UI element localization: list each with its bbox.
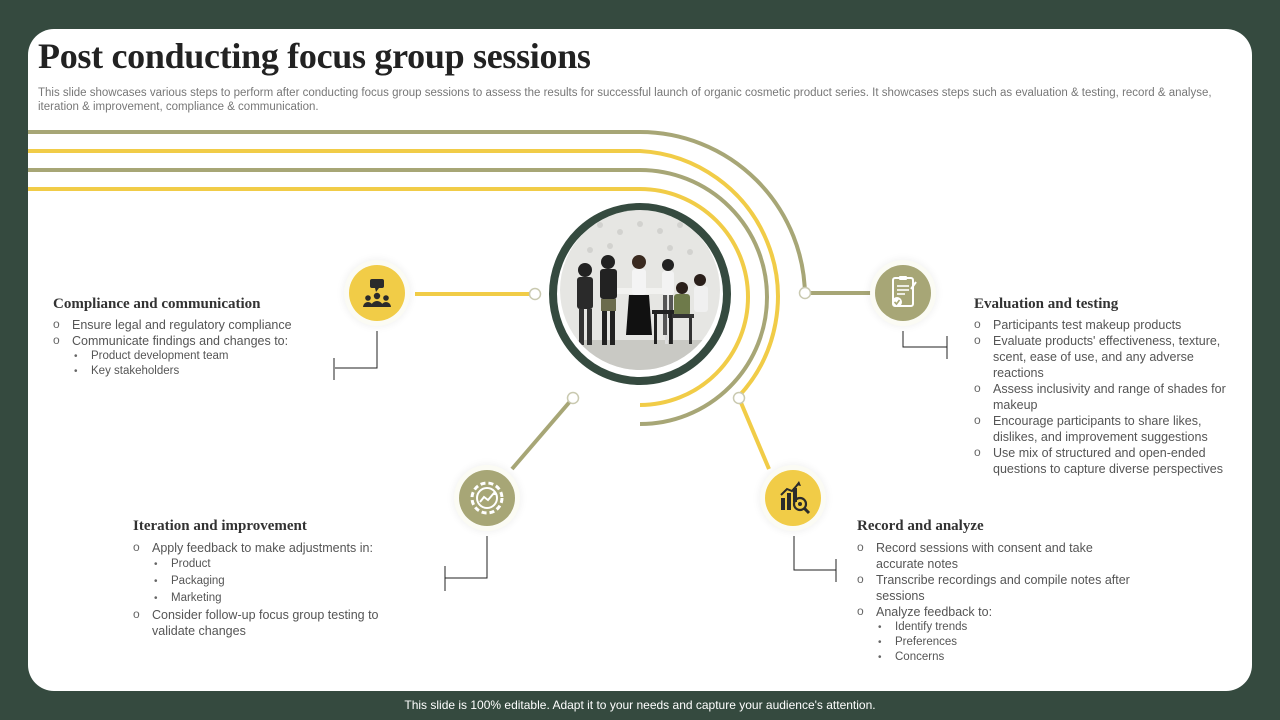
evaluation-icon-badge bbox=[875, 265, 931, 321]
chart-magnifier-icon bbox=[780, 481, 811, 515]
sub-list-item: Product bbox=[152, 556, 403, 573]
list-item-text: Communicate findings and changes to: bbox=[72, 334, 289, 348]
record-icon-badge bbox=[765, 470, 821, 526]
list-item-text: Consider follow-up focus group testing t… bbox=[152, 608, 379, 638]
sub-list-item: Concerns bbox=[876, 650, 1142, 665]
list-item: Record sessions with consent and take ac… bbox=[857, 539, 1142, 572]
sub-list-item: Packaging bbox=[152, 573, 403, 590]
list-item-text: Assess inclusivity and range of shades f… bbox=[993, 382, 1226, 412]
gear-cycle-icon bbox=[470, 481, 504, 515]
compliance-list: Ensure legal and regulatory complianceCo… bbox=[53, 316, 293, 379]
list-item-text: Record sessions with consent and take ac… bbox=[876, 541, 1093, 571]
compliance-title: Compliance and communication bbox=[53, 296, 261, 312]
list-item: Apply feedback to make adjustments in:Pr… bbox=[133, 539, 403, 607]
sub-list-item: Product development team bbox=[72, 349, 293, 364]
list-item: Communicate findings and changes to:Prod… bbox=[53, 332, 293, 379]
list-item-text: Use mix of structured and open-ended que… bbox=[993, 446, 1223, 476]
focus-group-photo bbox=[560, 210, 720, 370]
page-title: Post conducting focus group sessions bbox=[38, 36, 591, 76]
sub-list: ProductPackagingMarketing bbox=[152, 556, 403, 607]
sub-list-item: Identify trends bbox=[876, 620, 1142, 635]
list-item: Consider follow-up focus group testing t… bbox=[133, 606, 403, 639]
compliance-icon-badge bbox=[349, 265, 405, 321]
list-item-text: Encourage participants to share likes, d… bbox=[993, 414, 1208, 444]
list-item: Analyze feedback to:Identify trendsPrefe… bbox=[857, 603, 1142, 665]
iteration-list: Apply feedback to make adjustments in:Pr… bbox=[133, 539, 403, 639]
iteration-title: Iteration and improvement bbox=[133, 518, 307, 534]
list-item-text: Apply feedback to make adjustments in: bbox=[152, 541, 373, 555]
list-item: Transcribe recordings and compile notes … bbox=[857, 571, 1142, 604]
checklist-icon bbox=[892, 276, 917, 307]
list-item: Encourage participants to share likes, d… bbox=[974, 412, 1234, 445]
record-list: Record sessions with consent and take ac… bbox=[857, 539, 1142, 665]
sub-list-item: Marketing bbox=[152, 590, 403, 607]
sub-list-item: Preferences bbox=[876, 635, 1142, 650]
list-item-text: Transcribe recordings and compile notes … bbox=[876, 573, 1130, 603]
list-item-text: Analyze feedback to: bbox=[876, 605, 993, 619]
page-subtitle: This slide showcases various steps to pe… bbox=[38, 87, 1212, 113]
sub-list: Identify trendsPreferencesConcerns bbox=[876, 620, 1142, 665]
list-item: Participants test makeup products bbox=[974, 316, 1234, 333]
list-item: Evaluate products' effectiveness, textur… bbox=[974, 332, 1234, 381]
connector-arcs bbox=[28, 130, 948, 591]
list-item: Use mix of structured and open-ended que… bbox=[974, 444, 1234, 477]
sub-list-item: Key stakeholders bbox=[72, 364, 293, 379]
list-item-text: Evaluate products' effectiveness, textur… bbox=[993, 334, 1221, 380]
people-chat-icon bbox=[363, 279, 391, 307]
list-item: Ensure legal and regulatory compliance bbox=[53, 316, 293, 333]
list-item: Assess inclusivity and range of shades f… bbox=[974, 380, 1234, 413]
list-item-text: Ensure legal and regulatory compliance bbox=[72, 318, 292, 332]
sub-list: Product development teamKey stakeholders bbox=[72, 349, 293, 379]
slide-canvas: Post conducting focus group sessions Thi… bbox=[28, 29, 1252, 691]
evaluation-list: Participants test makeup productsEvaluat… bbox=[974, 316, 1234, 477]
iteration-icon-badge bbox=[459, 470, 515, 526]
footer-note: This slide is 100% editable. Adapt it to… bbox=[404, 698, 876, 712]
evaluation-title: Evaluation and testing bbox=[974, 296, 1119, 312]
record-title: Record and analyze bbox=[857, 518, 984, 534]
list-item-text: Participants test makeup products bbox=[993, 318, 1182, 332]
